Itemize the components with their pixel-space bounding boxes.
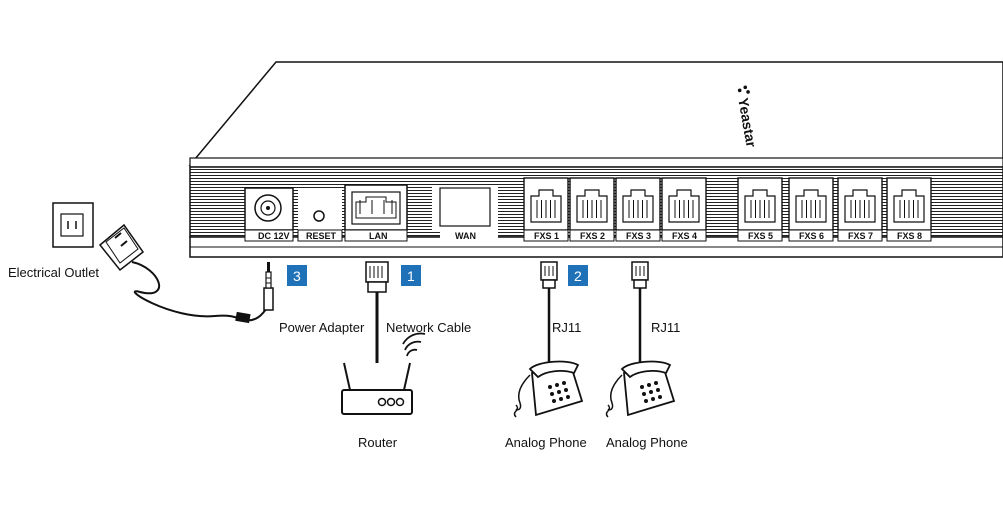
analog-phone-icon-a	[513, 360, 584, 418]
port-label-fxs-7: FXS 7	[848, 231, 873, 241]
label-power-adapter: Power Adapter	[279, 320, 365, 335]
router-icon	[341, 332, 426, 415]
port-label-fxs-2: FXS 2	[580, 231, 605, 241]
fxs-port-5[interactable]: FXS 5	[737, 177, 783, 242]
port-label-fxs-5: FXS 5	[748, 231, 773, 241]
label-rj11-a: RJ11	[552, 320, 581, 335]
analog-phone-icon-b	[605, 360, 676, 418]
port-label-reset: RESET	[306, 231, 337, 241]
fxs-port-3[interactable]: FXS 3	[615, 177, 661, 242]
port-label-dc: DC 12V	[258, 231, 290, 241]
port-label-fxs-6: FXS 6	[799, 231, 824, 241]
device-top	[188, 61, 1003, 166]
rj11-connector-a	[540, 261, 558, 365]
label-network-cable: Network Cable	[386, 320, 471, 335]
label-phone-b: Analog Phone	[606, 435, 688, 450]
fxs-port-2[interactable]: FXS 2	[569, 177, 615, 242]
step-badge-1: 1	[401, 265, 421, 286]
rj11-connector-b	[631, 261, 649, 365]
step-badge-2: 2	[568, 265, 588, 286]
wifi-signal-icon	[402, 332, 426, 357]
port-label-fxs-8: FXS 8	[897, 231, 922, 241]
svg-text:2: 2	[574, 268, 582, 284]
fxs-port-group: FXS 1 FXS 2 FXS 3 FXS 4 FXS 5 FXS 6 FXS 7 FXS 8	[523, 177, 932, 242]
device-lip	[189, 157, 1003, 168]
label-router: Router	[358, 435, 398, 450]
label-phone-a: Analog Phone	[505, 435, 587, 450]
reset-button[interactable]	[313, 210, 325, 222]
step-badge-3: 3	[287, 265, 307, 286]
port-label-fxs-1: FXS 1	[534, 231, 559, 241]
fxs-port-7[interactable]: FXS 7	[837, 177, 883, 242]
label-rj11-b: RJ11	[651, 320, 680, 335]
port-label-fxs-4: FXS 4	[672, 231, 697, 241]
power-adapter	[98, 223, 274, 324]
fxs-port-4[interactable]: FXS 4	[661, 177, 707, 242]
port-label-lan: LAN	[369, 231, 388, 241]
fxs-port-1[interactable]: FXS 1	[523, 177, 569, 242]
electrical-outlet	[52, 202, 94, 248]
fxs-port-8[interactable]: FXS 8	[886, 177, 932, 242]
label-electrical-outlet: Electrical Outlet	[8, 265, 99, 280]
network-cable-connector	[365, 261, 389, 363]
svg-text:3: 3	[293, 268, 301, 284]
port-label-fxs-3: FXS 3	[626, 231, 651, 241]
fxs-port-6[interactable]: FXS 6	[788, 177, 834, 242]
port-label-wan: WAN	[455, 231, 476, 241]
svg-text:1: 1	[407, 268, 415, 284]
